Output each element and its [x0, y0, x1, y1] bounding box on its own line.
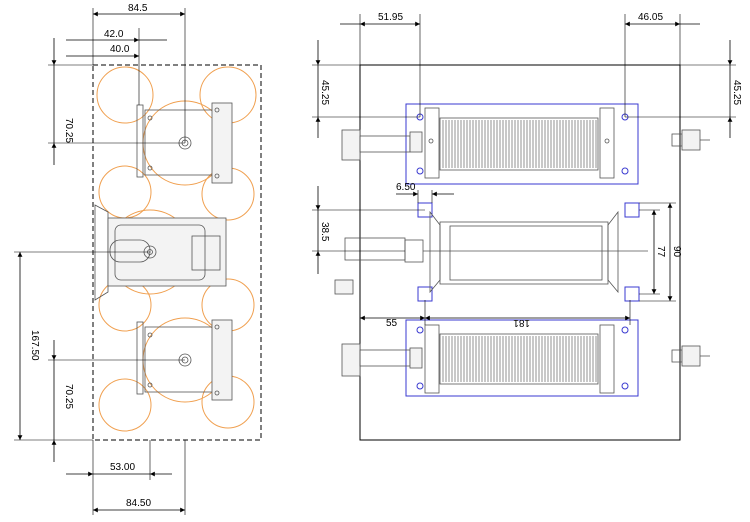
top-coil: [442, 120, 597, 168]
dim-top-51-95: 51.95: [378, 12, 403, 23]
right-view: 51.95 46.05 45.25 45.25 6.50: [312, 12, 742, 441]
right-view-dimensions: 51.95 46.05 45.25 45.25 6.50: [312, 12, 742, 329]
dim-bottom-84-50: 84.50: [126, 498, 151, 509]
left-view-dimensions: 84.5 42.0 40.0 70.25 167.50 70.25: [14, 3, 186, 515]
dim-top-46-05: 46.05: [638, 12, 663, 23]
bottom-resistor-assembly: [341, 319, 710, 397]
dim-55: 55: [386, 318, 398, 329]
dim-right-45-25: 45.25: [731, 80, 742, 105]
middle-component: [94, 204, 227, 301]
dim-left-70-25-top: 70.25: [63, 118, 74, 143]
dim-38-5: 38.5: [319, 222, 330, 242]
dim-left-45-25: 45.25: [319, 80, 330, 105]
dim-left-70-25-bottom: 70.25: [63, 384, 74, 409]
bottom-component: [136, 319, 233, 401]
top-resistor-assembly: [341, 103, 710, 185]
right-panel-outline: [359, 64, 681, 441]
dim-6-50: 6.50: [396, 182, 416, 193]
bottom-terminal: [671, 345, 710, 367]
dim-bottom-53-00: 53.00: [110, 462, 135, 473]
bottom-coil: [442, 336, 597, 382]
left-view: 84.5 42.0 40.0 70.25 167.50 70.25: [14, 3, 262, 515]
top-terminal: [671, 129, 710, 151]
dim-77: 77: [655, 246, 666, 258]
dim-top-42-0: 42.0: [104, 29, 124, 40]
dim-top-40-0: 40.0: [110, 44, 130, 55]
dim-181: 181: [513, 317, 530, 328]
dim-90: 90: [671, 246, 682, 258]
left-panel-outline: [92, 64, 262, 441]
dim-top-84-5: 84.5: [128, 3, 148, 14]
dim-left-167-50: 167.50: [29, 330, 40, 361]
middle-resistor-assembly: [334, 202, 648, 302]
